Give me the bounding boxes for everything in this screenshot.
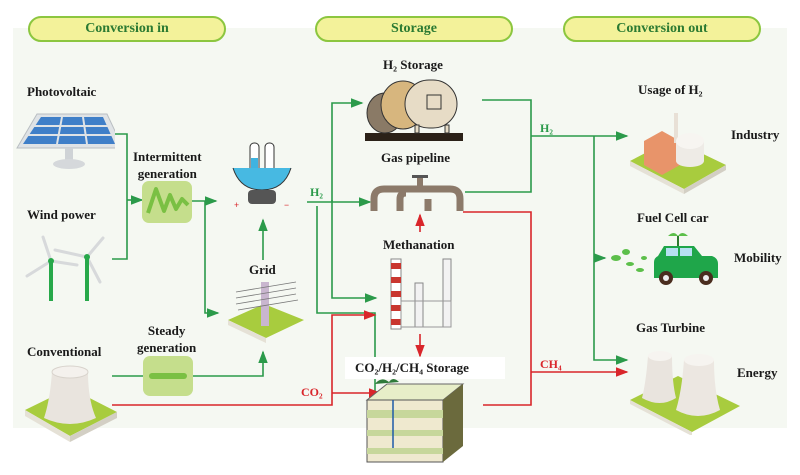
line-steady-grid	[190, 350, 268, 377]
label-mobility: Mobility	[734, 250, 782, 265]
label-grid: Grid	[249, 262, 276, 277]
line-h2-storage	[331, 98, 364, 202]
h2-tank-icon	[365, 79, 463, 141]
label-intermittent-line2: generation	[137, 166, 197, 181]
label-steady-line2: generation	[137, 340, 197, 355]
wind-turbine-icon	[25, 235, 105, 301]
flow-label-ch4: CH₄	[540, 357, 562, 371]
line-storage-out	[465, 99, 532, 193]
fuel-cell-car-icon	[611, 233, 718, 285]
steady-line-icon	[143, 356, 193, 396]
label-conventional: Conventional	[27, 344, 102, 359]
label-underground-storage: CO₂/H₂/CH₄ Storage	[355, 360, 469, 375]
intermittent-wave-icon	[142, 181, 192, 223]
label-fuel-cell-car: Fuel Cell car	[637, 210, 709, 225]
label-gas-turbine: Gas Turbine	[636, 320, 706, 335]
label-wind-power: Wind power	[27, 207, 96, 222]
header-conversion-out: Conversion out	[563, 16, 761, 42]
line-pv	[112, 133, 128, 260]
solar-panel-icon	[16, 113, 115, 169]
label-steady-generation: Steady generation	[137, 322, 196, 356]
industry-icon	[630, 113, 726, 194]
label-photovoltaic: Photovoltaic	[27, 84, 97, 99]
methanation-plant-icon	[390, 258, 452, 330]
line-intermittent-grid	[204, 201, 220, 318]
label-industry: Industry	[731, 127, 780, 142]
label-intermittent-line1: Intermittent	[133, 149, 202, 164]
header-storage: Storage	[315, 16, 513, 42]
flow-label-h2-electrolyzer: H₂	[310, 185, 323, 199]
line-conventional-co2	[112, 310, 377, 406]
gas-turbine-icon	[630, 351, 740, 435]
header-conversion-in: Conversion in	[28, 16, 226, 42]
line-h2-methanation	[331, 200, 378, 303]
label-underground-storage-box	[345, 357, 505, 379]
svg-text:−: −	[284, 200, 289, 210]
underground-storage-icon	[365, 379, 465, 463]
electrolyzer-icon: + −	[232, 142, 292, 210]
svg-text:+: +	[234, 200, 239, 210]
label-steady-line1: Steady	[147, 323, 186, 338]
label-energy: Energy	[737, 365, 778, 380]
flow-label-co2: CO₂	[301, 385, 323, 399]
gas-pipeline-icon	[370, 175, 464, 211]
line-pipeline-ch4	[463, 211, 532, 406]
label-methanation: Methanation	[383, 237, 455, 252]
grid-tower-icon	[228, 281, 304, 343]
label-gas-pipeline: Gas pipeline	[381, 150, 450, 165]
label-intermittent-generation: Intermittent generation	[133, 148, 202, 182]
label-h2-storage: H₂ Storage	[383, 57, 443, 72]
line-h2-branch	[593, 136, 629, 365]
label-usage-h2: Usage of H₂	[638, 82, 703, 97]
power-plant-icon	[25, 365, 117, 442]
flow-label-h2-out: H₂	[540, 121, 553, 135]
